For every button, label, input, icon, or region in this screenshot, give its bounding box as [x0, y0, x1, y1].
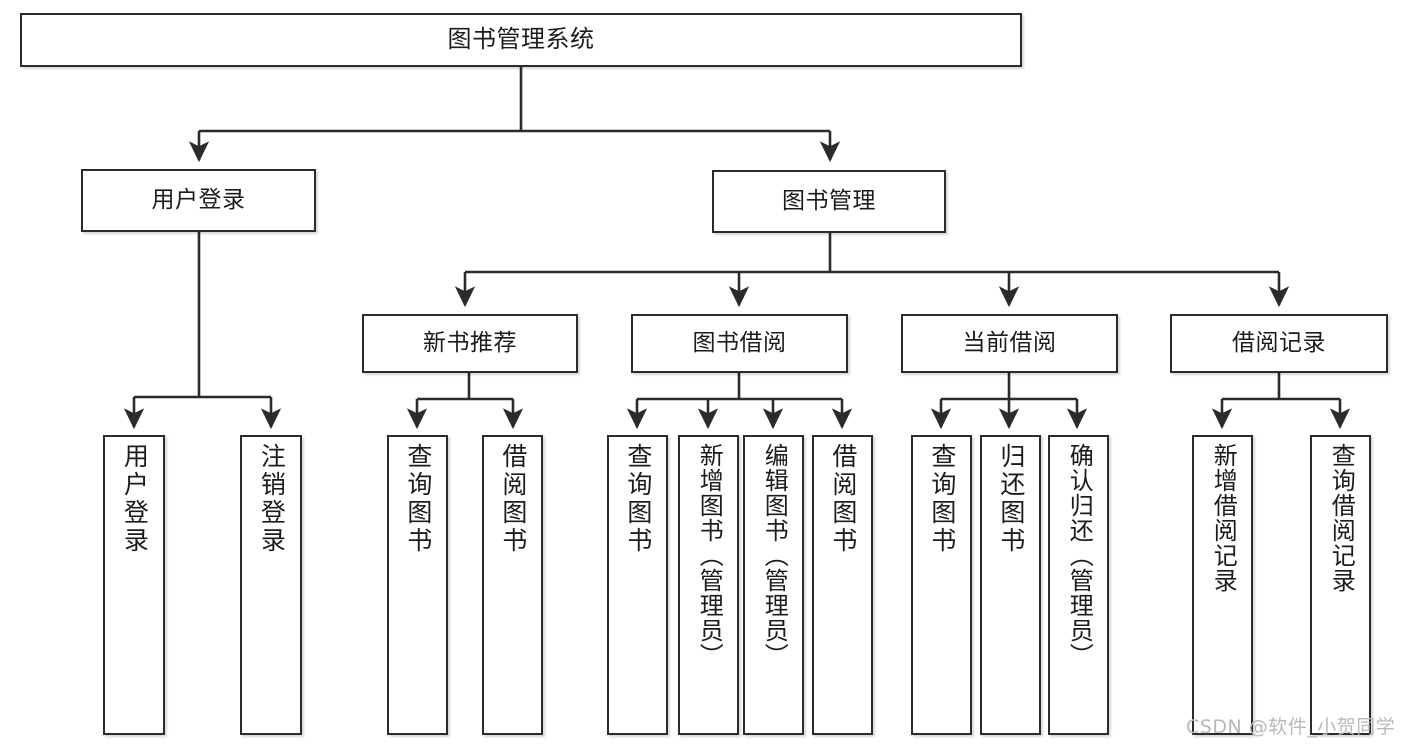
node-root-library-system[interactable]: 图书管理系统 [20, 13, 1022, 67]
node-label: 注销登录 [257, 443, 287, 555]
node-label: 借阅图书 [498, 443, 528, 555]
csdn-watermark: CSDN @软件_小贺同学 [1186, 716, 1396, 738]
node-label: 图书管理 [782, 188, 876, 215]
leaf-query-book-borrow[interactable]: 查询图书 [607, 435, 668, 735]
node-user-login[interactable]: 用户登录 [81, 169, 316, 232]
node-label: 查询图书 [927, 443, 957, 555]
leaf-query-book-current[interactable]: 查询图书 [911, 435, 972, 735]
leaf-logout[interactable]: 注销登录 [240, 435, 302, 735]
leaf-borrow-book[interactable]: 借阅图书 [812, 435, 873, 735]
node-label: 查询借阅记录 [1327, 443, 1356, 593]
node-borrow-record[interactable]: 借阅记录 [1170, 314, 1388, 373]
node-label: 确认归还（管理员） [1065, 443, 1094, 668]
leaf-return-book[interactable]: 归还图书 [980, 435, 1041, 735]
leaf-query-book-recommend[interactable]: 查询图书 [387, 435, 448, 735]
leaf-user-login[interactable]: 用户登录 [103, 435, 165, 735]
node-label: 图书借阅 [692, 330, 787, 357]
leaf-add-book-admin[interactable]: 新增图书（管理员） [678, 435, 739, 735]
node-book-management[interactable]: 图书管理 [712, 170, 946, 233]
node-current-borrow[interactable]: 当前借阅 [901, 314, 1118, 373]
node-label: 归还图书 [996, 443, 1026, 555]
node-label: 查询图书 [623, 443, 653, 555]
node-label: 图书管理系统 [447, 25, 595, 54]
node-label: 当前借阅 [962, 330, 1057, 357]
leaf-add-borrow-record[interactable]: 新增借阅记录 [1192, 435, 1253, 735]
node-label: 新书推荐 [423, 330, 517, 357]
node-label: 用户登录 [151, 187, 246, 214]
leaf-confirm-return-admin[interactable]: 确认归还（管理员） [1048, 435, 1109, 735]
leaf-query-borrow-record[interactable]: 查询借阅记录 [1310, 435, 1371, 735]
node-label: 新增借阅记录 [1209, 443, 1238, 593]
node-label: 查询图书 [403, 443, 433, 555]
leaf-borrow-book-recommend[interactable]: 借阅图书 [482, 435, 543, 735]
node-label: 用户登录 [120, 443, 150, 555]
node-new-book-recommend[interactable]: 新书推荐 [362, 314, 578, 373]
node-label: 新增图书（管理员） [695, 443, 724, 668]
node-label: 借阅图书 [828, 443, 858, 555]
node-book-borrow[interactable]: 图书借阅 [631, 314, 848, 373]
node-label: 编辑图书（管理员） [760, 443, 789, 668]
leaf-edit-book-admin[interactable]: 编辑图书（管理员） [743, 435, 804, 735]
node-label: 借阅记录 [1232, 330, 1326, 357]
